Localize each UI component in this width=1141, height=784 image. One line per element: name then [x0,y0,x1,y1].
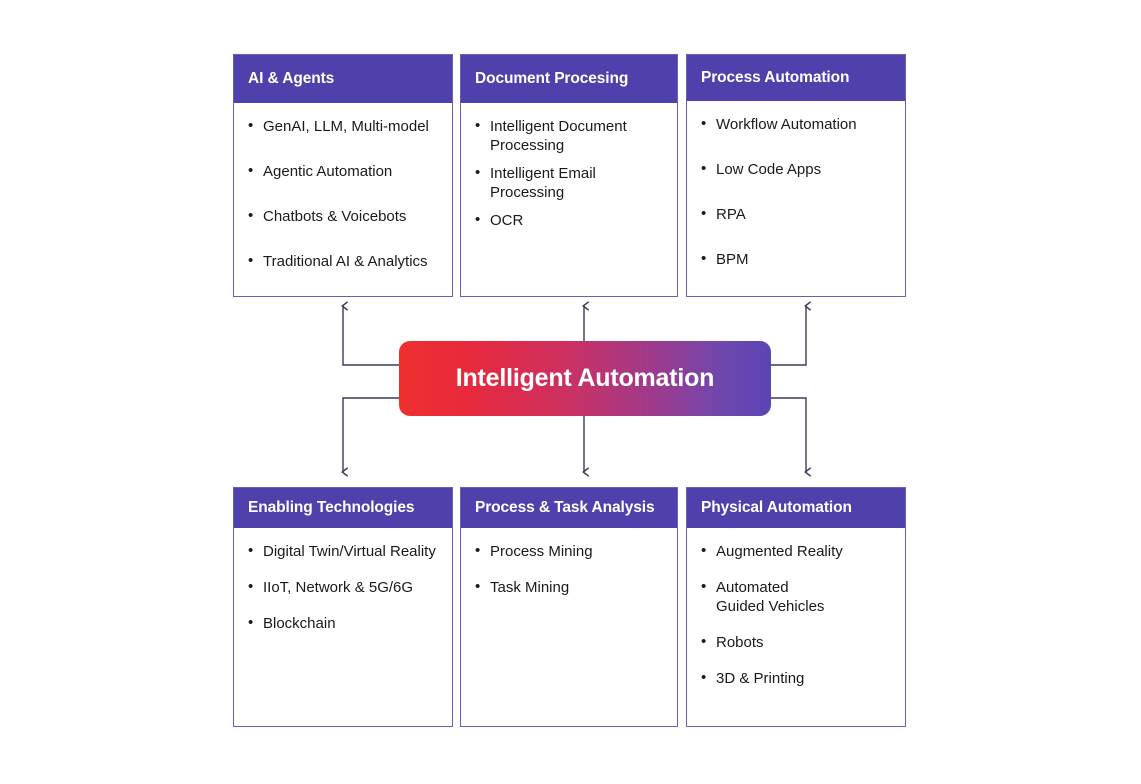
bullet-list-process-automation: Workflow Automation Low Code Apps RPA BP… [699,114,895,295]
center-node-label: Intelligent Automation [455,364,715,392]
list-item: Digital Twin/Virtual Reality [246,541,442,561]
card-header-process-automation: Process Automation [687,55,905,101]
card-header-physical-automation: Physical Automation [687,488,905,528]
card-process-automation[interactable]: Process Automation Workflow Automation L… [686,54,906,297]
list-item: Automated Guided Vehicles [699,577,836,616]
card-header-ai-and-agents: AI & Agents [234,55,452,103]
list-item: Augmented Reality [699,541,895,561]
connector-right-down [771,397,807,466]
card-body-enabling-technologies: Digital Twin/Virtual Reality IIoT, Netwo… [234,528,452,726]
connector-left-down [342,397,399,466]
list-item: Blockchain [246,613,442,633]
connector-left-up [342,312,399,366]
list-item: Chatbots & Voicebots [246,206,442,226]
bullet-list-enabling-technologies: Digital Twin/Virtual Reality IIoT, Netwo… [246,541,442,650]
card-enabling-technologies[interactable]: Enabling Technologies Digital Twin/Virtu… [233,487,453,727]
card-ai-and-agents[interactable]: AI & Agents GenAI, LLM, Multi-model Agen… [233,54,453,297]
list-item: 3D & Printing [699,668,895,688]
card-body-ai-and-agents: GenAI, LLM, Multi-model Agentic Automati… [234,103,452,307]
list-item: Intelligent Email Processing [473,163,667,202]
list-item: GenAI, LLM, Multi-model [246,116,442,136]
list-item: Robots [699,632,895,652]
list-item: BPM [699,249,895,269]
list-item: Agentic Automation [246,161,442,181]
center-node-intelligent-automation[interactable]: Intelligent Automation [399,341,771,416]
list-item: Task Mining [473,577,667,597]
list-item: Low Code Apps [699,159,895,179]
list-item: Traditional AI & Analytics [246,251,442,271]
bullet-list-physical-automation: Augmented Reality Automated Guided Vehic… [699,541,895,705]
list-item: IIoT, Network & 5G/6G [246,577,442,597]
card-physical-automation[interactable]: Physical Automation Augmented Reality Au… [686,487,906,727]
card-header-process-and-task-analysis: Process & Task Analysis [461,488,677,528]
card-document-processing[interactable]: Document Procesing Intelligent Document … [460,54,678,297]
list-item: RPA [699,204,895,224]
list-item: Intelligent Document Processing [473,116,667,155]
connector-right-up [771,312,807,366]
card-body-document-processing: Intelligent Document Processing Intellig… [461,103,677,296]
card-header-enabling-technologies: Enabling Technologies [234,488,452,528]
bullet-list-process-and-task-analysis: Process Mining Task Mining [473,541,667,614]
card-body-process-and-task-analysis: Process Mining Task Mining [461,528,677,726]
card-body-process-automation: Workflow Automation Low Code Apps RPA BP… [687,101,905,305]
card-process-and-task-analysis[interactable]: Process & Task Analysis Process Mining T… [460,487,678,727]
card-header-document-processing: Document Procesing [461,55,677,103]
bullet-list-document-processing: Intelligent Document Processing Intellig… [473,116,667,239]
list-item: OCR [473,210,667,230]
bullet-list-ai-and-agents: GenAI, LLM, Multi-model Agentic Automati… [246,116,442,297]
card-body-physical-automation: Augmented Reality Automated Guided Vehic… [687,528,905,726]
list-item: Workflow Automation [699,114,895,134]
list-item: Process Mining [473,541,667,561]
